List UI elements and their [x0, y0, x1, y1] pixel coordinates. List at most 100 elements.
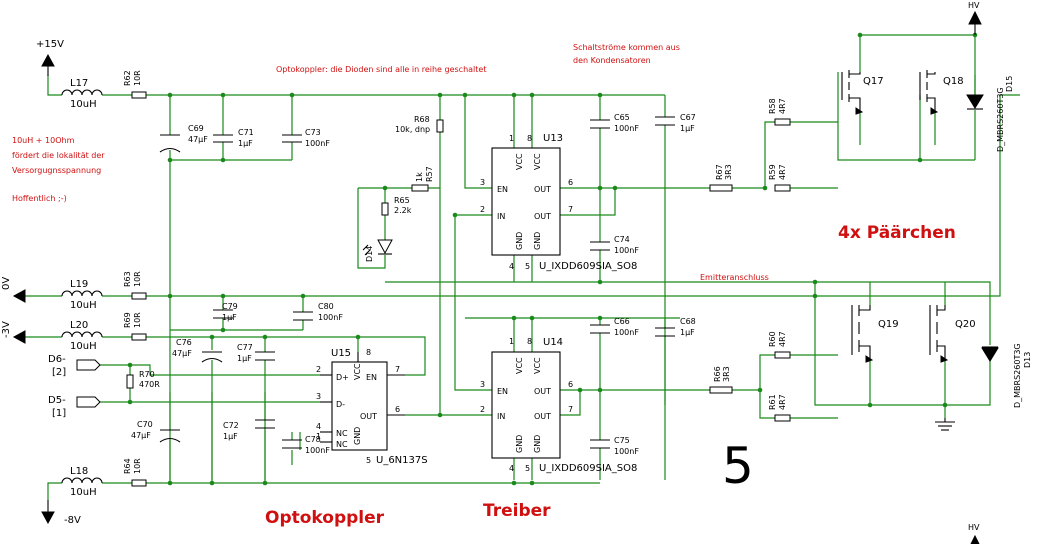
- ic-pin-num: 1: [316, 432, 321, 441]
- resistor-r60: R60 4R7: [768, 331, 791, 359]
- capacitor-value: 1µF: [680, 124, 695, 133]
- ic-pin-num: 2: [480, 405, 485, 414]
- capacitor-ref: C67: [680, 113, 696, 122]
- ic-pin-num: 8: [527, 134, 532, 143]
- inductor-ref: L19: [70, 279, 88, 290]
- junction-dots: [127, 32, 978, 486]
- note-locality-2: fördert die lokalität der: [12, 151, 105, 160]
- capacitor-ref: C66: [614, 317, 630, 326]
- ground-symbol: [935, 418, 955, 431]
- resistor-r61: R61 4R7: [768, 394, 791, 422]
- ic-u14: U14 U_IXDD609SIA_SO8 VCC VCC GND GND EN …: [480, 337, 637, 474]
- capacitor-c80: C80 100nF: [293, 302, 343, 322]
- capacitor-c77: C77 1µF: [237, 343, 275, 363]
- supply-plus15-label: +15V: [36, 39, 64, 50]
- resistor-value: 2.2k: [394, 206, 412, 215]
- ic-pin-num: 3: [480, 380, 485, 389]
- note-emitter: Emitteranschluss: [700, 273, 769, 282]
- title-optocoupler: Optokoppler: [265, 508, 385, 528]
- resistor-value: 4R7: [778, 164, 787, 180]
- capacitor-c67: C67 1µF: [655, 113, 696, 133]
- note-switch-current-1: Schaltströme kommen aus: [573, 43, 680, 52]
- ic-ref: U15: [331, 348, 351, 359]
- resistor-r57: R57 1k: [411, 166, 434, 192]
- capacitor-ref: C78: [305, 435, 321, 444]
- transistor-q18: Q18: [919, 70, 964, 115]
- capacitor-c78: C78 100nF: [282, 435, 330, 455]
- ic-part: U_IXDD609SIA_SO8: [539, 261, 637, 272]
- led-ref: D14: [365, 246, 374, 262]
- resistor-r70: R70 470R: [126, 370, 160, 389]
- capacitor-c79: C79 1µF: [213, 302, 238, 322]
- inductor-value: 10uH: [70, 341, 97, 352]
- capacitor-c71: C71 1µF: [213, 128, 254, 148]
- supply-hv-top-label: HV: [968, 1, 980, 10]
- ic-pin-dplus: D+: [336, 373, 349, 382]
- capacitor-ref: C79: [222, 302, 238, 311]
- title-driver: Treiber: [483, 501, 551, 521]
- resistor-value: 4R7: [778, 331, 787, 347]
- resistor-ref: R57: [425, 166, 434, 182]
- ic-pin-in: IN: [497, 212, 505, 221]
- led-d14: D14: [362, 239, 393, 262]
- capacitor-value: 100nF: [614, 246, 639, 255]
- capacitor-c68: C68 1µF: [655, 317, 696, 337]
- inductor-l18: L18 10uH: [61, 466, 103, 498]
- ic-pin-num: 2: [316, 365, 321, 374]
- connector-pin: [2]: [52, 367, 66, 378]
- capacitor-c70: C70 47µF: [131, 420, 181, 443]
- inductor-ref: L20: [70, 320, 88, 331]
- ic-pin-in: IN: [497, 412, 505, 421]
- resistor-ref: R58: [768, 98, 777, 114]
- capacitor-ref: C76: [176, 338, 192, 347]
- capacitor-ref: C77: [237, 343, 253, 352]
- supply-minus8: -8V: [41, 500, 81, 526]
- wires: [25, 34, 1020, 500]
- ic-pin-num: 3: [480, 178, 485, 187]
- resistor-value: 10R: [133, 271, 142, 287]
- ic-pin-gnd: GND: [533, 232, 542, 250]
- capacitor-c76: C76 47µF: [172, 338, 223, 363]
- capacitor-ref: C70: [137, 420, 153, 429]
- inductor-value: 10uH: [70, 99, 97, 110]
- diode-ref: D13: [1023, 352, 1032, 368]
- annotations: Optokoppler: die Dioden sind alle in rei…: [12, 43, 956, 528]
- capacitor-c65: C65 100nF: [590, 113, 639, 133]
- note-opto-series: Optokoppler: die Dioden sind alle in rei…: [276, 65, 486, 74]
- ic-pin-num: 8: [527, 337, 532, 346]
- resistor-value: 1k: [415, 172, 424, 182]
- resistor-r63: R63 10R: [123, 271, 147, 300]
- ic-pin-nc: NC: [336, 440, 348, 449]
- capacitor-ref: C74: [614, 235, 630, 244]
- capacitor-c72: C72 1µF: [223, 419, 275, 441]
- capacitor-value: 100nF: [318, 313, 343, 322]
- page-number: 5: [722, 437, 754, 495]
- resistor-value: 10k, dnp: [395, 125, 430, 134]
- ic-pin-num: 4: [509, 464, 514, 473]
- ic-pin-num: 3: [316, 392, 321, 401]
- supply-minus3-label: -3V: [1, 321, 12, 338]
- ic-pin-num: 7: [395, 365, 400, 374]
- resistor-r67: R67 3R3: [709, 164, 733, 192]
- resistor-ref: R63: [123, 271, 132, 287]
- supply-plus15: +15V: [36, 39, 64, 76]
- ic-pin-dminus: D-: [336, 400, 345, 409]
- capacitor-c73: C73 100nF: [282, 128, 330, 148]
- resistor-value: 3R3: [722, 366, 731, 382]
- supply-zero: 0V: [1, 277, 26, 303]
- ic-pin-num: 6: [568, 380, 573, 389]
- capacitor-value: 47µF: [131, 431, 151, 440]
- resistor-ref: R69: [123, 312, 132, 328]
- ic-pin-num: 8: [366, 348, 371, 357]
- resistor-value: 10R: [133, 312, 142, 328]
- ic-pin-num: 1: [509, 337, 514, 346]
- supply-zero-label: 0V: [1, 277, 12, 290]
- resistor-r69: R69 10R: [123, 312, 147, 341]
- capacitor-value: 100nF: [614, 124, 639, 133]
- ic-pin-out: OUT: [534, 185, 551, 194]
- ic-pin-num: 7: [568, 405, 573, 414]
- transistor-ref: Q19: [878, 319, 899, 330]
- diode-d13: D13 D_MBRS260T3G: [981, 343, 1032, 408]
- ic-pin-num: 5: [366, 456, 371, 465]
- capacitor-value: 100nF: [614, 328, 639, 337]
